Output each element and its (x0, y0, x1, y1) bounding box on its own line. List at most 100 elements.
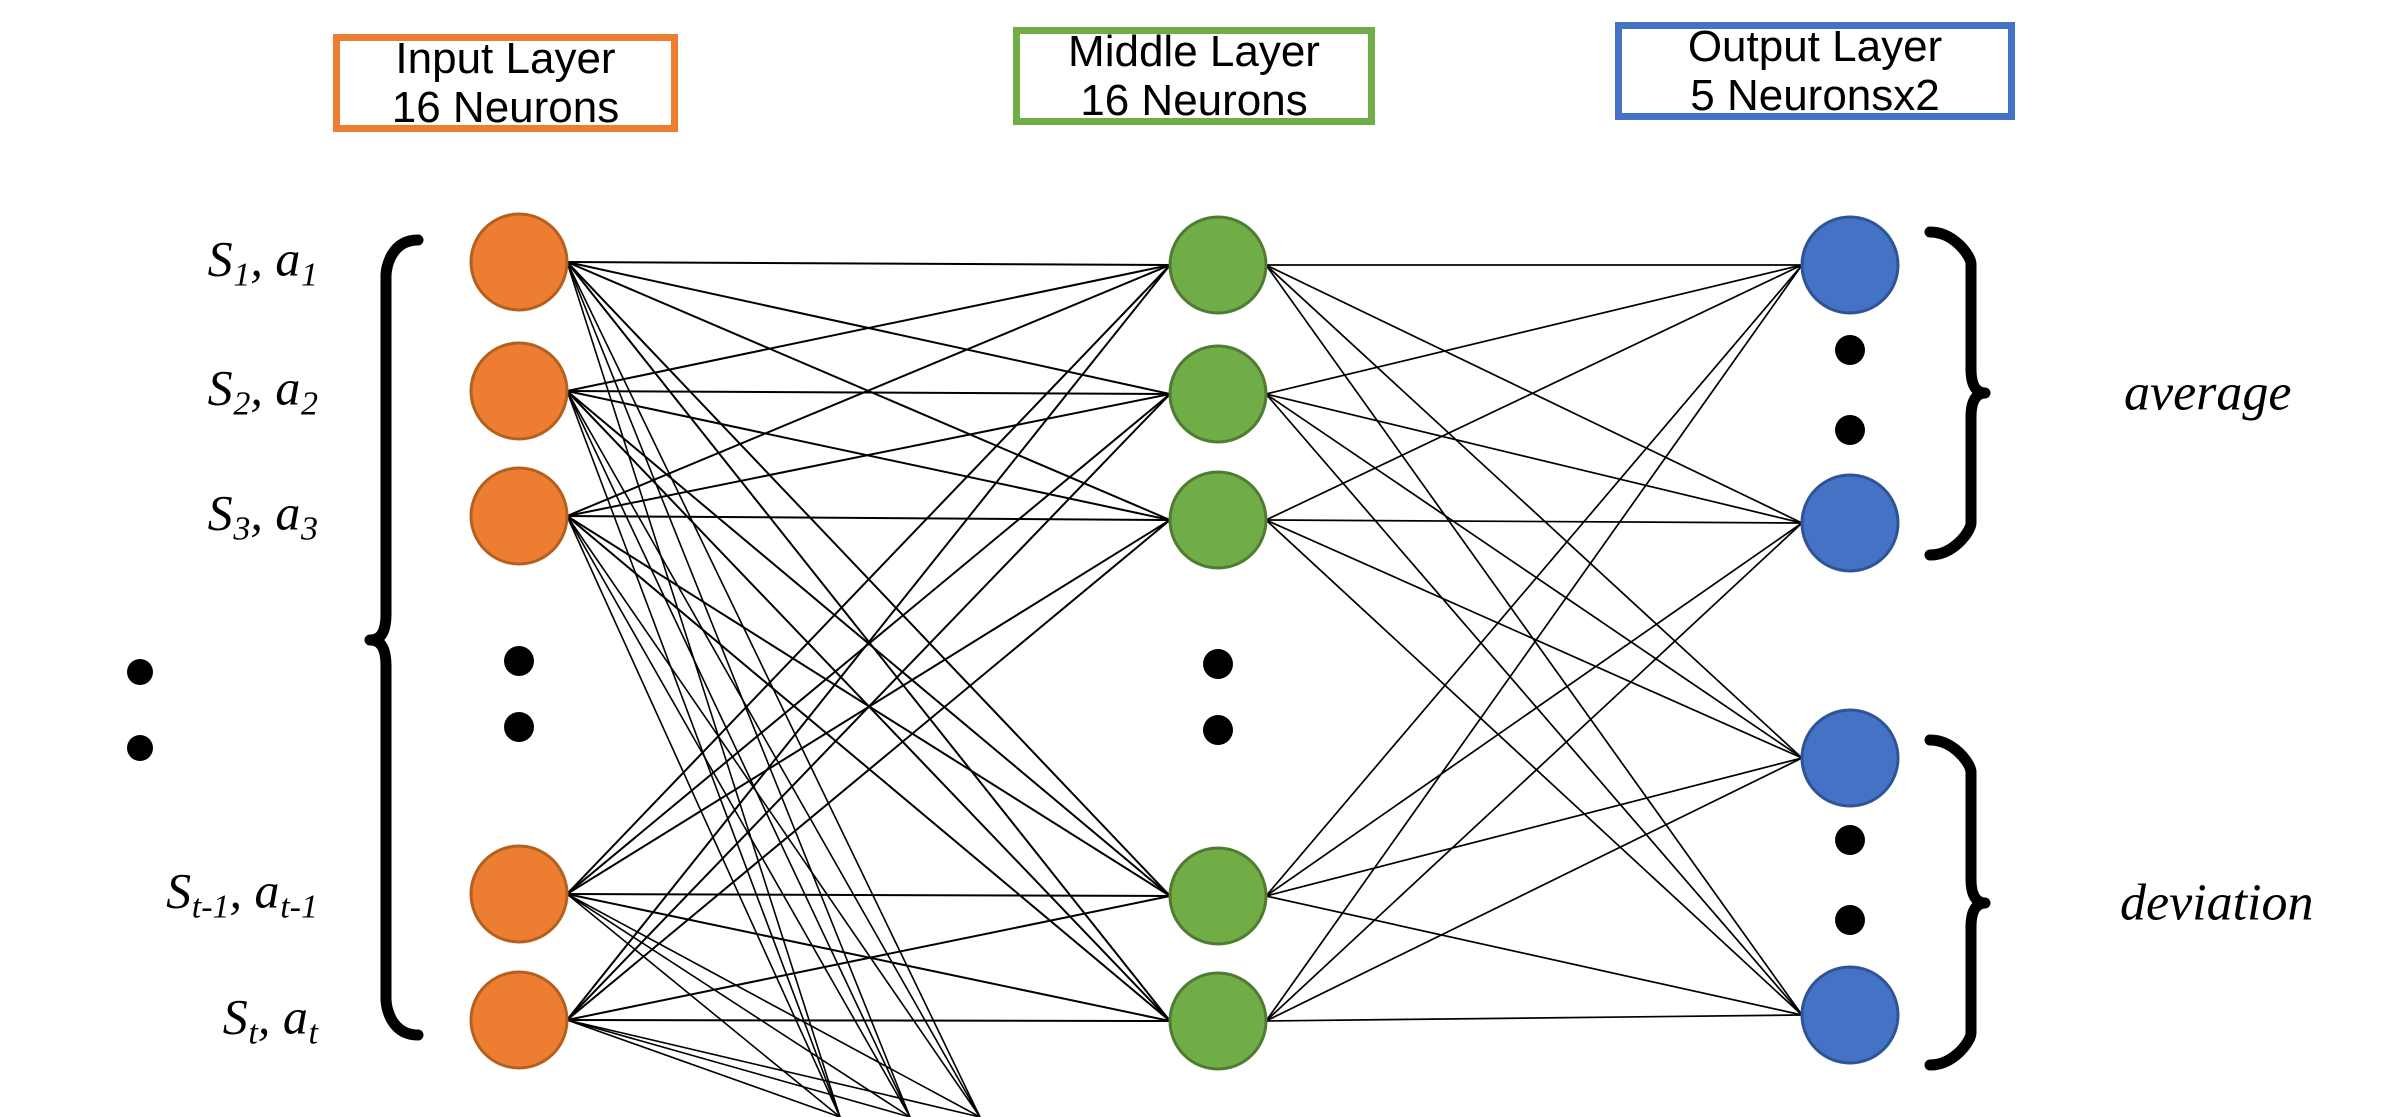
action-subscript: 2 (301, 385, 318, 423)
layer-box-middle: Middle Layer 16 Neurons (1013, 27, 1375, 125)
neuron-output-4[interactable] (1800, 965, 1900, 1065)
edge-input-2-middle-4 (566, 515, 1171, 1022)
edge-input-3-fan-2 (566, 893, 981, 1117)
ellipsis-dot-output-4 (1835, 905, 1865, 935)
neuron-middle-5[interactable] (1168, 971, 1268, 1071)
edge-middle-2-output-2 (1265, 519, 1803, 759)
neuron-input-5[interactable] (469, 970, 569, 1070)
edge-middle-4-output-3 (1265, 1014, 1803, 1022)
label-comma: , (250, 230, 276, 287)
braces-group (364, 226, 1991, 1071)
neuron-middle-1[interactable] (1168, 215, 1268, 315)
nodes-group (469, 212, 1900, 1071)
edge-middle-4-output-2 (1265, 757, 1803, 1022)
label-comma: , (250, 484, 276, 541)
ellipsis-dot-input-label-2 (127, 735, 153, 761)
neuron-input-2[interactable] (469, 341, 569, 441)
neuron-input-3[interactable] (469, 466, 569, 566)
layer-title-output: Output Layer (1687, 21, 1943, 71)
input-label-1: S1, a1 (208, 229, 318, 294)
edge-input-1-middle-1 (566, 390, 1171, 395)
neuron-middle-3[interactable] (1168, 470, 1268, 570)
label-comma: , (229, 862, 255, 919)
edge-input-4-middle-2 (566, 519, 1171, 1021)
edge-input-3-fan-1 (566, 893, 911, 1117)
action-symbol: at-1 (254, 862, 318, 926)
ellipsis-dot-middle-2 (1203, 715, 1233, 745)
layer-box-output: Output Layer 5 Neuronsx2 (1615, 22, 2015, 120)
action-subscript: 1 (301, 256, 318, 294)
edge-middle-3-output-0 (1265, 264, 1803, 897)
edge-input-2-middle-0 (566, 264, 1171, 517)
state-symbol: St-1 (166, 862, 230, 926)
edge-middle-1-output-1 (1265, 393, 1803, 524)
state-subscript: 2 (233, 385, 251, 423)
edge-input-1-fan-2 (566, 390, 981, 1117)
state-subscript: 1 (233, 256, 251, 294)
edge-input-2-fan-0 (566, 515, 841, 1117)
edge-input-4-fan-2 (566, 1019, 981, 1117)
edge-input-4-middle-4 (566, 1019, 1171, 1022)
state-symbol: St (222, 988, 258, 1052)
input-label-4: St-1, at-1 (166, 861, 318, 926)
edge-input-0-fan-0 (566, 261, 841, 1117)
input-label-3: S3, a3 (208, 483, 318, 548)
edges-group (566, 261, 1803, 1117)
edge-input-2-middle-2 (566, 515, 1171, 521)
edge-middle-0-output-2 (1265, 264, 1803, 759)
neuron-output-3[interactable] (1800, 708, 1900, 808)
neuron-output-1[interactable] (1800, 215, 1900, 315)
edge-middle-1-output-0 (1265, 264, 1803, 395)
edge-middle-3-output-2 (1265, 757, 1803, 897)
edge-middle-3-output-3 (1265, 895, 1803, 1016)
edge-input-2-fan-2 (566, 515, 981, 1117)
state-subscript: 3 (233, 510, 251, 548)
action-symbol: a1 (275, 230, 318, 294)
neuron-middle-4[interactable] (1168, 846, 1268, 946)
state-symbol: S2 (207, 359, 251, 423)
label-comma: , (257, 988, 283, 1045)
output-group-label-deviation: deviation (2120, 874, 2314, 932)
edge-input-0-fan-1 (566, 261, 911, 1117)
ellipsis-dot-input-label-1 (127, 659, 153, 685)
action-subscript: 3 (301, 510, 318, 548)
layer-title-middle: Middle Layer (1068, 26, 1320, 76)
edge-middle-1-output-3 (1265, 393, 1803, 1016)
edge-middle-4-output-1 (1265, 522, 1803, 1022)
edge-middle-0-output-3 (1265, 264, 1803, 1016)
edge-middle-2-output-0 (1265, 264, 1803, 521)
ellipsis-dot-output-1 (1835, 335, 1865, 365)
ellipsis-dot-output-2 (1835, 415, 1865, 445)
action-symbol: a3 (275, 484, 318, 548)
edge-input-3-middle-0 (566, 264, 1171, 895)
neuron-input-4[interactable] (469, 844, 569, 944)
ellipsis-dot-input-2 (504, 712, 534, 742)
ellipsis-dots-group (127, 335, 1865, 935)
edge-input-2-fan-1 (566, 515, 911, 1117)
state-subscript: t (248, 1014, 258, 1052)
neuron-middle-2[interactable] (1168, 344, 1268, 444)
edge-input-4-middle-3 (566, 895, 1171, 1021)
action-symbol: a2 (275, 359, 318, 423)
edge-input-4-fan-0 (566, 1019, 841, 1117)
layer-neurons-middle: 16 Neurons (1080, 76, 1308, 125)
edge-middle-4-output-0 (1265, 264, 1803, 1022)
edge-input-3-middle-3 (566, 893, 1171, 897)
layer-box-input: Input Layer 16 Neurons (333, 34, 678, 132)
neuron-input-1[interactable] (469, 212, 569, 312)
ellipsis-dot-input-1 (504, 646, 534, 676)
edge-input-4-fan-1 (566, 1019, 911, 1117)
edge-middle-3-output-1 (1265, 522, 1803, 897)
deviation-brace (1924, 734, 1991, 1071)
edge-middle-0-output-1 (1265, 264, 1803, 524)
edge-input-4-middle-1 (566, 393, 1171, 1021)
neuron-output-2[interactable] (1800, 473, 1900, 573)
action-symbol: at (282, 988, 318, 1052)
edge-input-1-middle-0 (566, 264, 1171, 392)
state-subscript: t-1 (191, 888, 230, 926)
edge-input-1-fan-1 (566, 390, 911, 1117)
input-label-2: S2, a2 (208, 358, 318, 423)
edge-middle-2-output-1 (1265, 519, 1803, 524)
